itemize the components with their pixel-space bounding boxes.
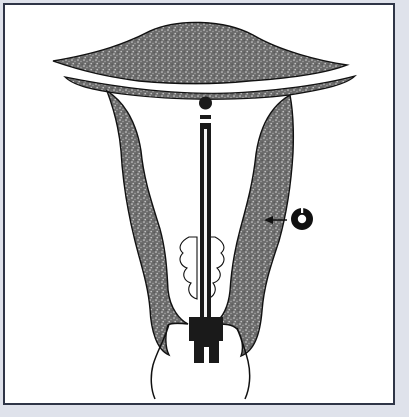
left-cavity — [180, 237, 197, 299]
device-collar — [199, 119, 212, 123]
cross-section-icon-gap — [301, 208, 303, 213]
device-center-highlight — [204, 129, 207, 329]
cross-section-illustration — [5, 5, 393, 403]
upper-tissue-mass — [53, 22, 347, 83]
left-tissue-lobe — [107, 91, 188, 355]
device-handle — [189, 317, 223, 341]
device-handle-left-leg — [194, 341, 204, 363]
device-tip — [199, 97, 212, 110]
device-handle-right-leg — [209, 341, 219, 363]
figure-panel — [3, 3, 395, 405]
right-tissue-lobe — [214, 95, 293, 356]
cross-section-icon-center — [298, 215, 306, 223]
